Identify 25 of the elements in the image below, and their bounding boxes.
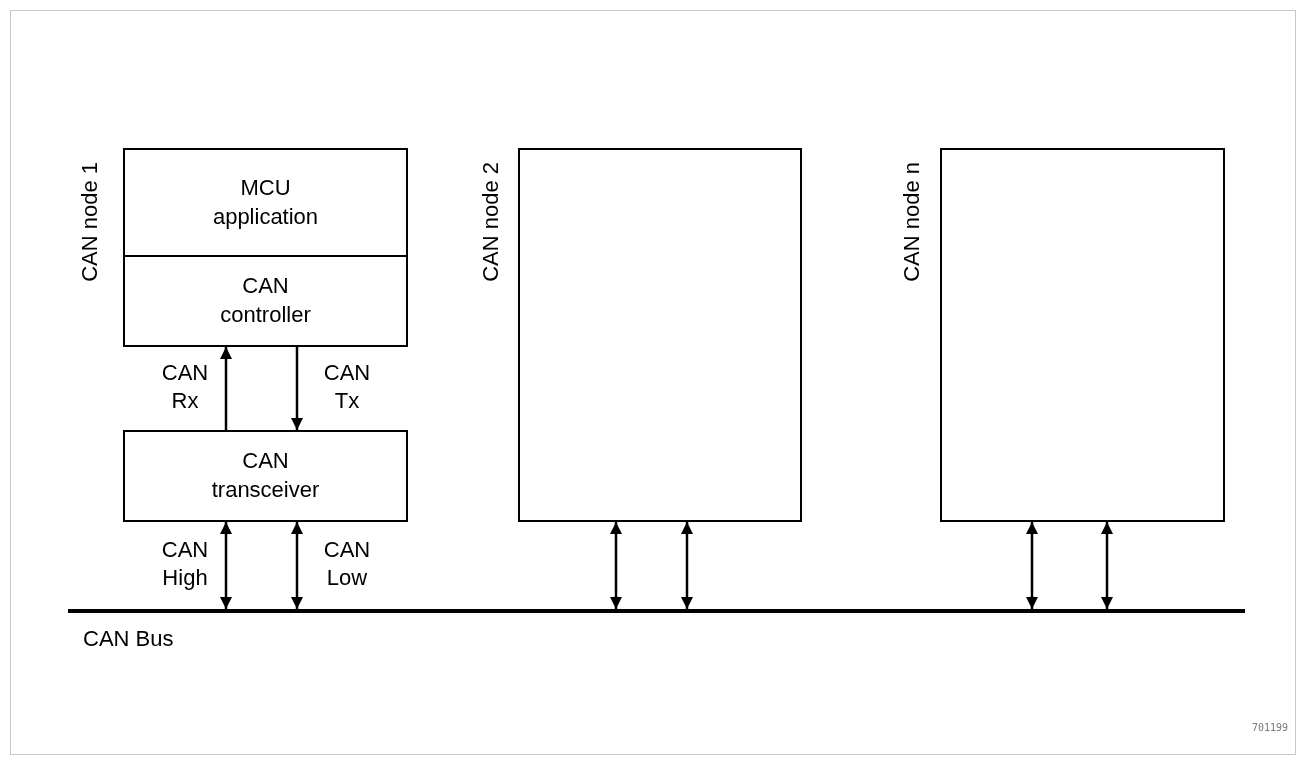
- node-label: CAN Bus: [83, 626, 174, 652]
- node-label: CAN node 1: [77, 162, 103, 282]
- arrow: [220, 347, 232, 430]
- box-label: CAN transceiver: [211, 447, 320, 504]
- arrow: [220, 522, 232, 609]
- arrow: [1026, 522, 1038, 609]
- edge-label: CAN Rx: [161, 358, 209, 416]
- node-label: CAN node n: [899, 162, 925, 282]
- edge-label: CAN High: [161, 535, 209, 593]
- edge-label: CAN Low: [323, 535, 371, 593]
- edge-label: CAN Tx: [323, 358, 371, 416]
- process-box: [123, 148, 408, 257]
- box-label: CAN controller: [220, 272, 311, 329]
- arrow: [610, 522, 622, 609]
- arrow: [681, 522, 693, 609]
- arrow: [291, 347, 303, 430]
- process-box: [518, 148, 802, 522]
- process-box: [123, 255, 408, 347]
- arrow: [291, 522, 303, 609]
- node-label: CAN node 2: [478, 162, 504, 282]
- process-box: [940, 148, 1225, 522]
- figure-number: 701199: [1251, 722, 1288, 733]
- process-box: [123, 430, 408, 522]
- arrow: [1101, 522, 1113, 609]
- box-label: MCU application: [212, 173, 319, 231]
